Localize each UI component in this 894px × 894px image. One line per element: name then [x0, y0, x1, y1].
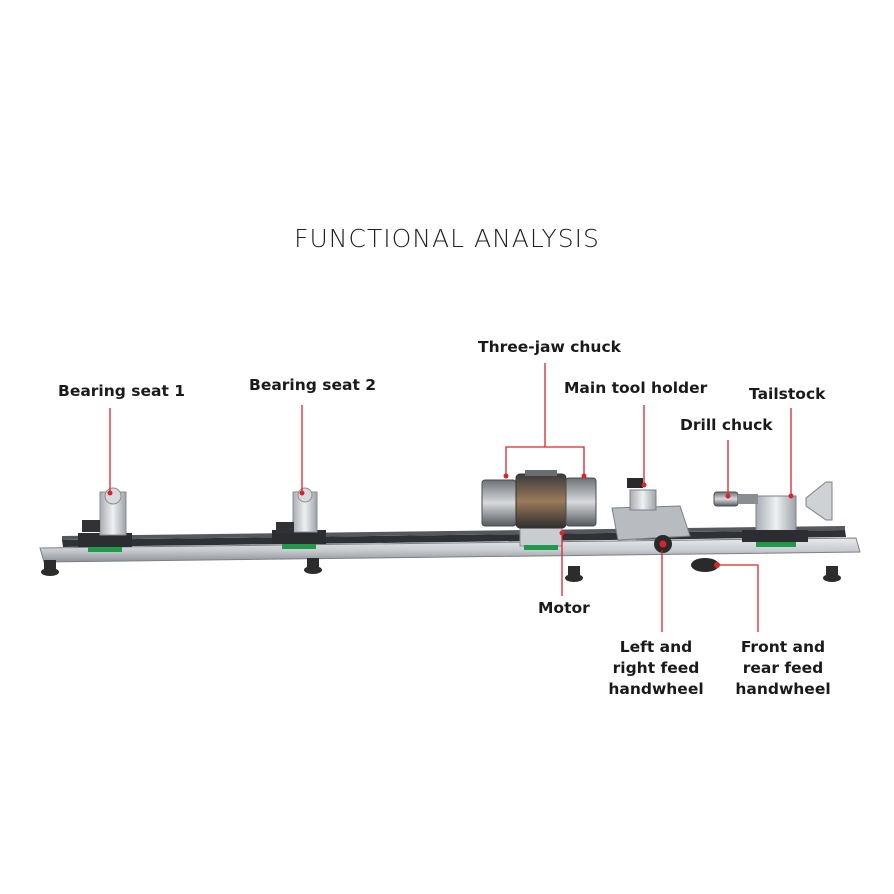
- label-drill-chuck: Drill chuck: [680, 416, 773, 434]
- label-left-right-feed-line-3: handwheel: [608, 680, 704, 698]
- lathe-bed-rail: [39, 526, 861, 563]
- tailstock-assembly: [713, 481, 833, 547]
- bearing-seat-2-part: [272, 487, 326, 549]
- label-left-right-feed-line-1: Left and: [619, 638, 693, 656]
- label-front-rear-feed-line-3: handwheel: [735, 680, 831, 698]
- callout-lines: [109, 363, 792, 632]
- label-left-right-feed-handwheel: Left and right feed handwheel: [600, 637, 712, 700]
- label-main-tool-holder: Main tool holder: [564, 379, 708, 397]
- callout-line-front-rear-feed: [717, 564, 759, 632]
- carriage-and-tool-holder: [611, 478, 720, 572]
- page-title: FUNCTIONAL ANALYSIS: [294, 224, 600, 253]
- label-three-jaw-chuck: Three-jaw chuck: [478, 338, 621, 356]
- label-tailstock: Tailstock: [749, 385, 826, 403]
- callout-dots: [107, 473, 794, 536]
- label-front-rear-feed-line-2: rear feed: [742, 659, 824, 677]
- headstock-assembly: [481, 470, 597, 550]
- label-bearing-seat-2: Bearing seat 2: [249, 376, 377, 394]
- label-left-right-feed-line-2: right feed: [612, 659, 700, 677]
- label-front-rear-feed-handwheel: Front and rear feed handwheel: [727, 637, 839, 700]
- label-motor: Motor: [538, 599, 590, 617]
- label-front-rear-feed-line-1: Front and: [740, 638, 826, 656]
- label-bearing-seat-1: Bearing seat 1: [58, 382, 186, 400]
- bearing-seat-1-part: [78, 487, 132, 552]
- leveling-feet: [41, 558, 841, 582]
